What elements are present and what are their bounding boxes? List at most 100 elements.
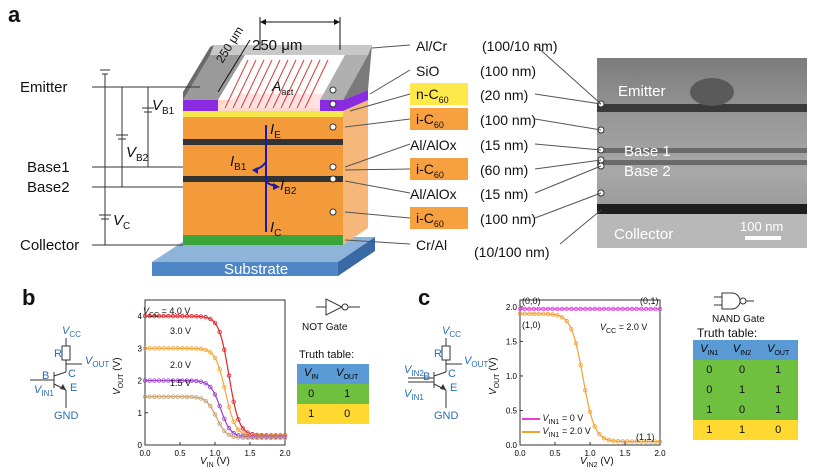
scale-bar xyxy=(745,236,781,240)
c-gnd-label: GND xyxy=(434,410,459,422)
emitter-electrode-left xyxy=(183,55,245,100)
data-point xyxy=(212,320,218,326)
data-point xyxy=(194,314,199,319)
data-point xyxy=(156,346,162,351)
c-point-00: (0,0) xyxy=(522,296,541,306)
data-point xyxy=(175,346,180,351)
layer-i-c60-3-thickness: (100 nm) xyxy=(480,211,537,227)
data-point xyxy=(639,439,644,444)
y-tick-label: 1.5 xyxy=(506,337,518,346)
data-point xyxy=(240,426,246,431)
data-point xyxy=(643,306,649,312)
data-point xyxy=(161,346,166,351)
b-c-label: C xyxy=(68,368,76,380)
data-point xyxy=(217,366,222,372)
data-point xyxy=(222,384,227,390)
tem-collector-label: Collector xyxy=(614,226,674,243)
data-point xyxy=(189,378,194,383)
nand-gate-label: NAND Gate xyxy=(712,314,765,325)
c-vcc-annotation: VCC = 2.0 V xyxy=(600,322,648,335)
layer-al-cr-thickness: (100/10 nm) xyxy=(482,38,558,54)
n-c60-layer xyxy=(183,111,343,117)
ib1-label: IB1 xyxy=(230,153,247,173)
data-point xyxy=(184,378,190,383)
b-curve-label-1-5v: 1.5 V xyxy=(170,378,192,388)
data-point xyxy=(217,421,222,426)
data-point xyxy=(240,435,246,440)
vc-label: VC xyxy=(113,212,131,232)
data-point xyxy=(536,306,541,312)
data-point xyxy=(240,431,246,436)
data-point xyxy=(527,311,532,317)
y-tick-label: 0.5 xyxy=(506,406,518,415)
x-tick-label: 0.0 xyxy=(514,449,526,458)
data-point xyxy=(559,315,565,320)
y-tick-label: 0 xyxy=(138,441,143,450)
width-dimension-label: 250 μm xyxy=(252,37,303,54)
data-point xyxy=(208,350,213,355)
b-b-label: B xyxy=(42,370,50,382)
data-point xyxy=(170,346,176,351)
data-point xyxy=(147,346,152,351)
b-e-label: E xyxy=(70,382,78,394)
data-point xyxy=(222,416,227,422)
data-point xyxy=(517,311,523,317)
b-ylabel: VOUT (V) xyxy=(112,357,125,395)
layer-i-c60-3-name: i-C60 xyxy=(410,207,468,229)
data-point xyxy=(625,306,630,312)
data-point xyxy=(161,378,166,383)
data-point xyxy=(643,439,649,444)
data-point xyxy=(217,329,222,335)
data-point xyxy=(555,313,560,318)
data-point xyxy=(194,378,199,384)
data-point xyxy=(189,346,194,351)
panel-b-letter: b xyxy=(22,285,36,310)
data-point xyxy=(573,341,579,346)
data-point xyxy=(545,311,551,317)
data-point xyxy=(156,394,162,399)
data-point xyxy=(180,346,185,351)
substrate-label: Substrate xyxy=(224,261,289,278)
data-point xyxy=(142,313,148,319)
data-point xyxy=(282,435,288,441)
data-point xyxy=(194,395,199,400)
data-point xyxy=(203,315,208,320)
c-legend-1: VIN1 = 0 V xyxy=(522,413,583,426)
c-point-10: (1,0) xyxy=(522,320,541,330)
data-point xyxy=(583,388,588,393)
data-point xyxy=(541,306,546,312)
data-point xyxy=(592,306,597,312)
data-point xyxy=(236,435,241,440)
c-xlabel: VIN2 (V) xyxy=(580,456,614,469)
not-gate-label: NOT Gate xyxy=(302,322,348,333)
c-point-01: (0,1) xyxy=(640,296,659,306)
layer-i-c60-2-name: i-C60 xyxy=(410,158,468,180)
data-point xyxy=(170,394,176,399)
data-point xyxy=(203,398,208,404)
data-point xyxy=(175,394,180,399)
data-point xyxy=(550,306,555,312)
data-point xyxy=(531,306,537,312)
data-point xyxy=(203,381,208,386)
data-point xyxy=(564,318,569,324)
data-point xyxy=(180,313,185,319)
panel-c-letter: c xyxy=(418,285,431,310)
data-point xyxy=(615,439,621,444)
x-tick-label: 0.5 xyxy=(549,449,561,458)
data-point xyxy=(226,425,232,431)
nand-gate-icon xyxy=(714,292,754,310)
data-point xyxy=(597,306,602,312)
data-point xyxy=(152,378,157,383)
layer-al-cr-name: Al/Cr xyxy=(416,38,448,54)
data-point xyxy=(559,306,565,312)
data-point xyxy=(634,439,639,444)
tem-base2-label: Base 2 xyxy=(624,163,671,180)
c-c-label: C xyxy=(448,368,456,380)
b-r-label: R xyxy=(54,348,62,360)
y-tick-label: 0.0 xyxy=(506,441,518,450)
